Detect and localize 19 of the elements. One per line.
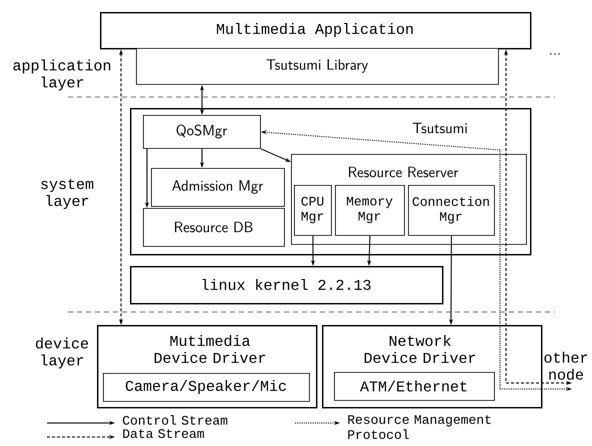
kernel-box: linux kernel 2.2.13 — [130, 266, 444, 304]
device-box: ATM/Ethernet — [334, 372, 495, 401]
module-box: Admission Mgr — [151, 168, 285, 207]
layer-label: system layer — [41, 178, 94, 210]
library-box: Tsutsumi Library — [136, 48, 499, 85]
node-label: other node — [544, 352, 588, 380]
device-box: Camera/Speaker/Mic — [103, 373, 310, 402]
module-box: QoSMgr — [143, 115, 261, 149]
layer-label: device layer — [36, 338, 88, 368]
legend-text: Control Stream — [122, 415, 228, 425]
module-box: Resource DB — [143, 208, 285, 247]
layer-label: application layer — [13, 60, 110, 90]
legend-text: Resource Management Protocol — [348, 415, 491, 439]
module-box: Connection Mgr — [408, 185, 495, 236]
legend-text: Data Stream — [123, 429, 204, 438]
module-box: CPU Mgr — [294, 185, 332, 236]
ellipsis-text: ... — [550, 53, 560, 55]
application-box: Multimedia Application — [100, 12, 532, 50]
module-box: Memory Mgr — [335, 185, 405, 236]
